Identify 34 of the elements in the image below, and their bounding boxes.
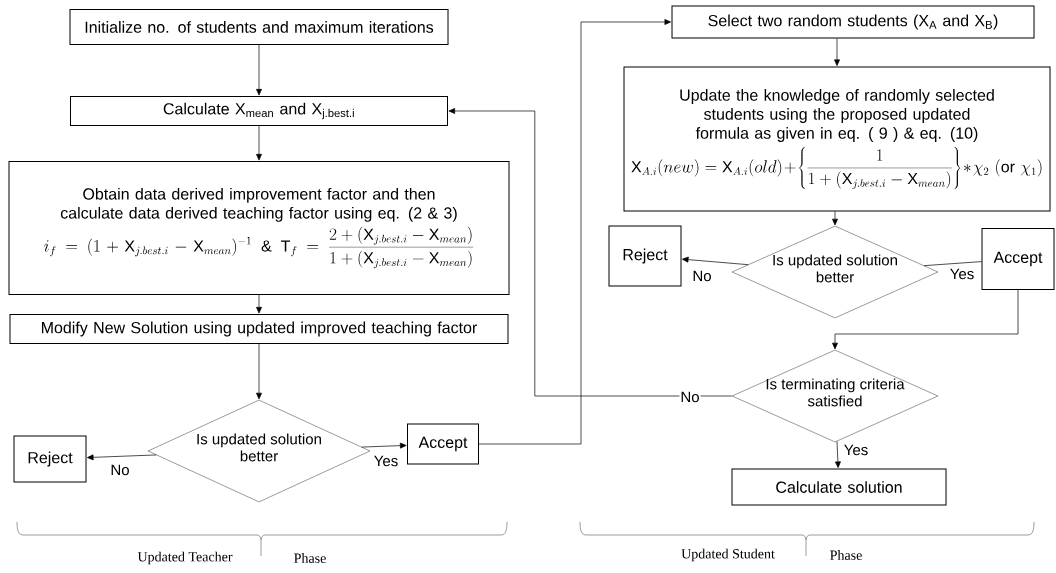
- edge-label: Yes: [372, 454, 400, 468]
- arrow: [832, 211, 838, 226]
- edge-label: No: [679, 390, 701, 404]
- phase-label: Updated Student: [681, 548, 775, 562]
- arrow: [478, 19, 671, 445]
- process-box: Accept: [981, 228, 1055, 290]
- process-box: Modify New Solution using updated improved teaching factor: [9, 314, 509, 344]
- arrow: [361, 442, 407, 449]
- process-box: Reject: [608, 225, 682, 287]
- arrow: [832, 289, 1019, 350]
- edge-label: No: [691, 269, 713, 283]
- edge-label: No: [109, 463, 131, 477]
- phase-label: Phase: [294, 553, 326, 563]
- phase-label: Phase: [830, 550, 862, 560]
- arrow: [256, 343, 262, 400]
- process-box: Accept: [407, 423, 479, 465]
- edge-label: Yes: [842, 443, 870, 457]
- process-box: Reject: [13, 435, 87, 483]
- arrow: [448, 108, 733, 397]
- arrow: [256, 44, 262, 96]
- process-box: Initialize no. of students and maximum iterations: [69, 9, 449, 45]
- edge-label: Yes: [948, 267, 976, 281]
- arrow: [835, 440, 841, 468]
- arrow: [256, 125, 262, 161]
- process-box: Update the knowledge of randomly selected students using the proposed updated formula as given in eq. ( 9 ) & eq. (10) $\mathrm{X}_{A.i}(new) = \mathrm{X}_{A.i}(old) + \left\{\frac{1}{1+(\mathrm{X}_{j.best.i}-\mathrm{X}_{mean})}\right\} * \chi_2\ (\mathrm{or}\ \chi_1)$: [623, 66, 1051, 212]
- phase-label: Updated Teacher: [137, 551, 233, 565]
- arrow: [834, 38, 840, 66]
- arrow: [682, 256, 749, 266]
- process-box: Calculate solution: [731, 468, 947, 506]
- process-box: Obtain data derived improvement factor and then calculate data derived teaching factor using eq. (2 & 3) $i_f = (1 + \mathrm{X}_{j.best.i} - \mathrm{X}_{mean})^{-1} \;\&\; \mathrm{T}_f = \frac{2+(\mathrm{X}_{j.best.i}-\mathrm{X}_{mean})}{1+(\mathrm{X}_{j.best.i}-\mathrm{X}_{mean})}$: [8, 161, 510, 295]
- process-box: Select two random students (X$_{A}$ and X$_{B}$): [671, 5, 1035, 39]
- arrow: [256, 294, 262, 314]
- arrow: [87, 454, 157, 461]
- process-box: Calculate X$_{mean}$ and X$_{j.best.i}$: [70, 96, 448, 126]
